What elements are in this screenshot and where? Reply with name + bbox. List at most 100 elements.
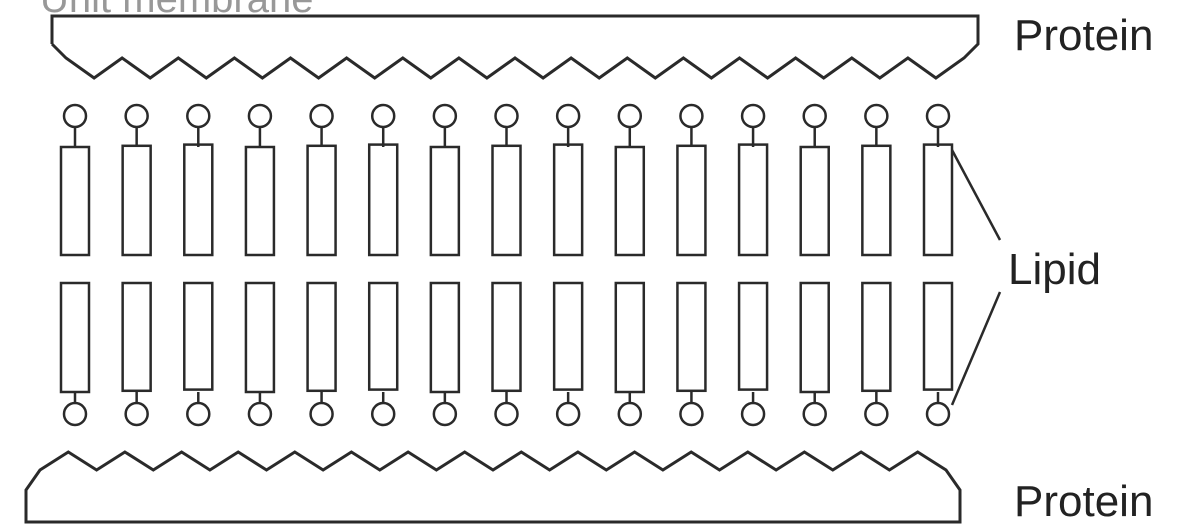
outer-lipid-molecule [246, 105, 274, 255]
lipid-tail [369, 283, 397, 390]
lipid-tail [61, 283, 89, 392]
lipid-head [865, 105, 887, 127]
lipid-head [311, 105, 333, 127]
inner-lipid-molecule [369, 283, 397, 425]
lipid-head [927, 105, 949, 127]
lipid-head [804, 403, 826, 425]
protein-label-top: Protein [1014, 11, 1153, 60]
outer-lipid-molecule [677, 105, 705, 255]
lipid-head [372, 403, 394, 425]
lipid-tail [61, 147, 89, 255]
inner-lipid-molecule [862, 283, 890, 425]
lipid-head [64, 403, 86, 425]
outer-lipid-molecule [554, 105, 582, 255]
lipid-head [187, 105, 209, 127]
lipid-tail [184, 283, 212, 390]
inner-lipid-molecule [677, 283, 705, 425]
inner-lipid-molecule [61, 283, 89, 425]
outer-lipid-molecule [123, 105, 151, 255]
lipid-head [434, 403, 456, 425]
outer-lipid-molecule [616, 105, 644, 255]
inner-lipid-molecule [431, 283, 459, 425]
lipid-head [496, 403, 518, 425]
lipid-head [680, 105, 702, 127]
lipid-tail [246, 283, 274, 392]
lipid-tail [801, 283, 829, 392]
inner-lipid-molecule [308, 283, 336, 425]
outer-lipid-molecule [184, 105, 212, 255]
lipid-head [311, 403, 333, 425]
lipid-tail [431, 283, 459, 392]
protein-layer-top [52, 16, 978, 78]
lipid-head [496, 105, 518, 127]
lipid-tail [554, 283, 582, 390]
lipid-tail [677, 146, 705, 255]
lipid-head [126, 403, 148, 425]
lipid-head [434, 105, 456, 127]
inner-lipid-molecule [246, 283, 274, 425]
lipid-tail [493, 283, 521, 391]
inner-lipid-molecule [493, 283, 521, 425]
outer-lipid-molecule [308, 105, 336, 255]
lipid-head [187, 403, 209, 425]
lipid-tail [862, 283, 890, 391]
lipid-tail [554, 145, 582, 255]
lipid-head [865, 403, 887, 425]
outer-lipid-molecule [739, 105, 767, 255]
lipid-head [742, 403, 764, 425]
lipid-tail [493, 146, 521, 255]
inner-lipid-molecule [924, 283, 952, 425]
lipid-tail [924, 145, 952, 255]
lipid-tail [123, 146, 151, 255]
lipid-tail [369, 145, 397, 255]
lipid-leader-line-lower [952, 292, 1000, 405]
lipid-head [64, 105, 86, 127]
inner-lipid-molecule [554, 283, 582, 425]
lipid-tail [739, 145, 767, 255]
protein-layer-bottom [26, 452, 960, 522]
lipid-tail [123, 283, 151, 391]
outer-lipid-molecule [862, 105, 890, 255]
lipid-tail [616, 147, 644, 255]
lipid-tail [616, 283, 644, 392]
outer-lipid-molecule [369, 105, 397, 255]
outer-lipid-molecule [61, 105, 89, 255]
outer-lipid-molecule [924, 105, 952, 255]
outer-lipid-molecule [801, 105, 829, 255]
lipid-head [557, 403, 579, 425]
lipid-head [557, 105, 579, 127]
lipid-tail [677, 283, 705, 391]
lipid-head [249, 403, 271, 425]
lipid-head [126, 105, 148, 127]
lipid-tail [431, 147, 459, 255]
outer-lipid-molecule [431, 105, 459, 255]
lipid-tail [739, 283, 767, 390]
lipid-layer-inner [61, 283, 952, 425]
outer-lipid-molecule [493, 105, 521, 255]
inner-lipid-molecule [801, 283, 829, 425]
lipid-head [249, 105, 271, 127]
lipid-layer-outer [61, 105, 952, 255]
lipid-leader-line-upper [952, 150, 1000, 240]
lipid-head [619, 105, 641, 127]
inner-lipid-molecule [123, 283, 151, 425]
lipid-tail [801, 147, 829, 255]
lipid-head [619, 403, 641, 425]
diagram-caption: Unit membrane [40, 0, 313, 21]
protein-top-shape [52, 16, 978, 78]
inner-lipid-molecule [616, 283, 644, 425]
lipid-head [372, 105, 394, 127]
lipid-tail [862, 146, 890, 255]
inner-lipid-molecule [184, 283, 212, 425]
lipid-head [680, 403, 702, 425]
lipid-head [742, 105, 764, 127]
lipid-tail [308, 283, 336, 391]
lipid-tail [184, 145, 212, 255]
lipid-tail [246, 147, 274, 255]
lipid-label: Lipid [1008, 245, 1101, 294]
lipid-tail [924, 283, 952, 390]
lipid-tail [308, 146, 336, 255]
lipid-leader-lines [952, 150, 1000, 405]
inner-lipid-molecule [739, 283, 767, 425]
